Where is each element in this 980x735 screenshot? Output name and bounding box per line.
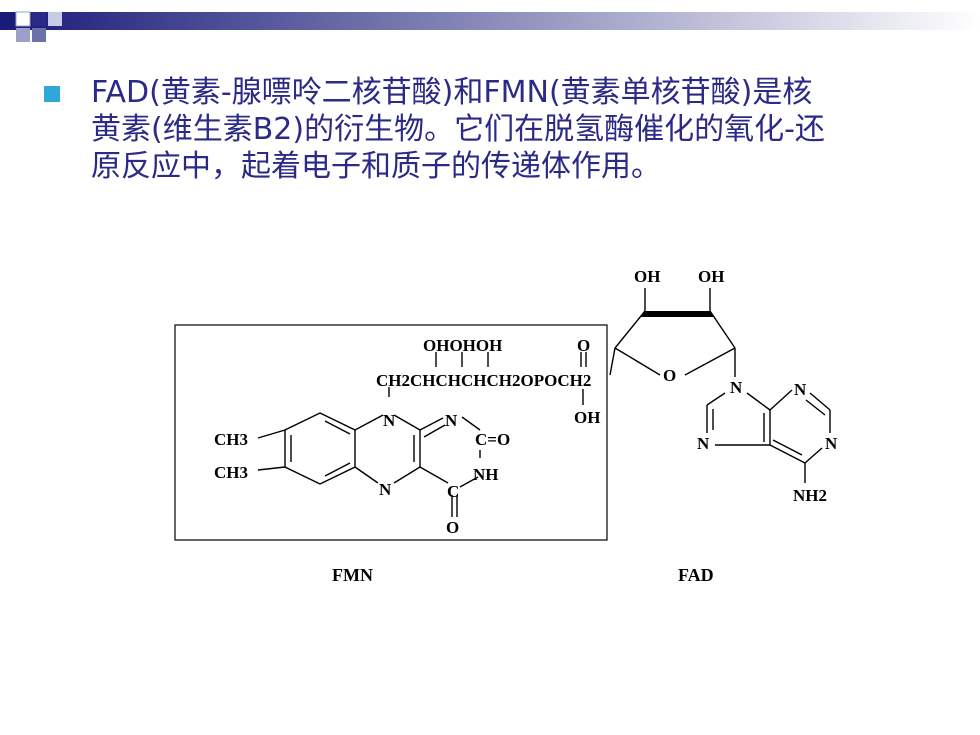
atom-labels: CH3 CH3 N N N C=O NH C O OHOHOH CH2CHCHC…	[214, 267, 838, 537]
label-c-o-top: C=O	[475, 430, 510, 449]
fad-fmn-structure-diagram: CH3 CH3 N N N C=O NH C O OHOHOH CH2CHCHC…	[174, 267, 838, 585]
body-text: FAD(黄素-腺嘌呤二核苷酸)和FMN(黄素单核苷酸)是核 黄素(维生素B2)的…	[91, 74, 941, 185]
title-bar	[0, 0, 980, 50]
body-text-line-1: FAD(黄素-腺嘌呤二核苷酸)和FMN(黄素单核苷酸)是核	[91, 75, 813, 110]
label-n-bottom: N	[379, 480, 392, 499]
body-text-line-2: 黄素(维生素B2)的衍生物。它们在脱氢酶催化的氧化-还	[91, 112, 825, 147]
title-bar-graphic	[0, 11, 980, 42]
label-p-o-top: O	[577, 336, 590, 355]
label-chain: CH2CHCHCHCH2OPOCH2	[376, 371, 591, 390]
label-ad-n-left: N	[697, 434, 710, 453]
label-n-ring: N	[445, 411, 458, 430]
label-ad-n-right: N	[825, 434, 838, 453]
label-c-bottom: C	[447, 482, 459, 501]
label-ad-n-right-top: N	[794, 380, 807, 399]
label-chain-oh: OHOHOH	[423, 336, 502, 355]
bonds	[257, 288, 831, 517]
label-nh: NH	[473, 465, 499, 484]
label-ad-n-top: N	[730, 378, 743, 397]
caption-fad: FAD	[678, 565, 714, 585]
bullet-marker	[44, 86, 60, 102]
label-sugar-oh-right: OH	[698, 267, 724, 286]
label-ad-nh2: NH2	[793, 486, 827, 505]
label-sugar-o: O	[663, 366, 676, 385]
label-ch3-top: CH3	[214, 430, 248, 449]
label-p-oh: OH	[574, 408, 600, 427]
body-text-line-3: 原反应中，起着电子和质子的传递体作用。	[91, 149, 661, 184]
label-ch3-bottom: CH3	[214, 463, 248, 482]
ribose-bold-bond	[640, 311, 715, 317]
label-sugar-oh-left: OH	[634, 267, 660, 286]
fmn-box	[174, 324, 608, 541]
label-n-bridge: N	[383, 411, 396, 430]
caption-fmn: FMN	[332, 565, 373, 585]
label-o-bottom: O	[446, 518, 459, 537]
